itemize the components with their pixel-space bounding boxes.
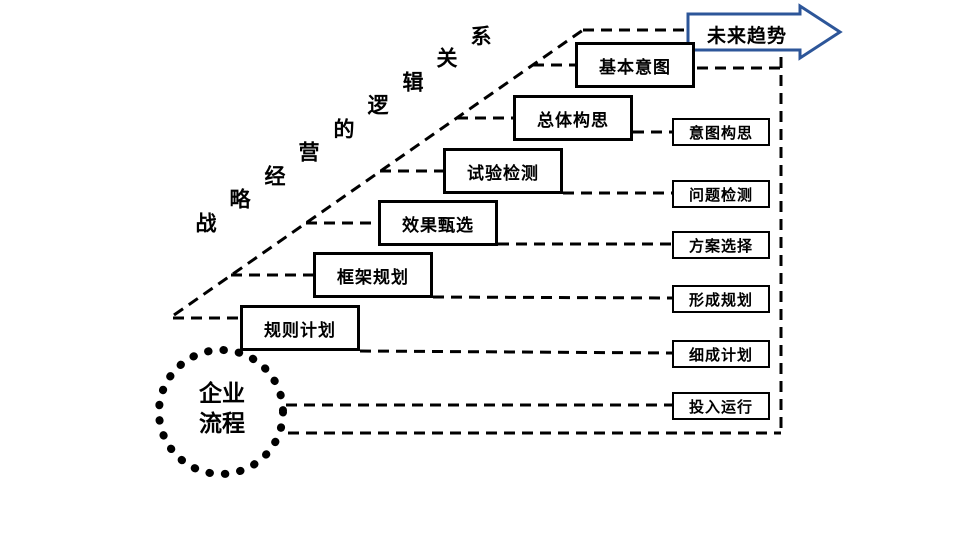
link-frame-to-form — [432, 295, 673, 300]
enterprise-process-circle — [155, 346, 287, 478]
stage-box-basic-intent: 基本意图 — [575, 42, 695, 88]
output-box-scheme-select: 方案选择 — [672, 231, 770, 259]
link-rule-to-detail — [359, 349, 673, 355]
diagonal-char: 经 — [264, 164, 286, 189]
circle-label-line1: 企业 — [199, 381, 245, 407]
stage-box-frame-plan: 框架规划 — [313, 252, 433, 298]
output-box-intent-concept: 意图构思 — [672, 118, 770, 146]
future-trend-arrow — [686, 3, 843, 61]
diagonal-char: 战 — [195, 211, 217, 236]
stage-box-rule-plan: 规则计划 — [240, 305, 360, 351]
stage-box-overall-concept: 总体构思 — [513, 95, 633, 141]
diagonal-char: 营 — [298, 140, 320, 165]
output-box-put-into-run: 投入运行 — [672, 392, 770, 420]
enterprise-process-label: 企业 流程 — [158, 380, 286, 440]
stage-box-effect-select: 效果甄选 — [378, 200, 498, 246]
stage-box-test-detect: 试验检测 — [443, 148, 563, 194]
output-box-detail-plan: 细成计划 — [672, 340, 770, 368]
output-box-problem-detect: 问题检测 — [672, 180, 770, 208]
diagonal-char: 系 — [470, 24, 492, 49]
diagonal-char: 关 — [436, 46, 458, 71]
diagonal-char: 辑 — [402, 70, 424, 95]
future-trend-label: 未来趋势 — [706, 25, 787, 47]
diagonal-dashed-line — [173, 28, 584, 317]
diagonal-char: 的 — [333, 117, 355, 142]
diagonal-char: 略 — [229, 187, 251, 212]
circle-label-line2: 流程 — [199, 410, 245, 437]
output-box-form-plan: 形成规划 — [672, 285, 770, 313]
diagonal-char: 逻 — [367, 93, 389, 118]
